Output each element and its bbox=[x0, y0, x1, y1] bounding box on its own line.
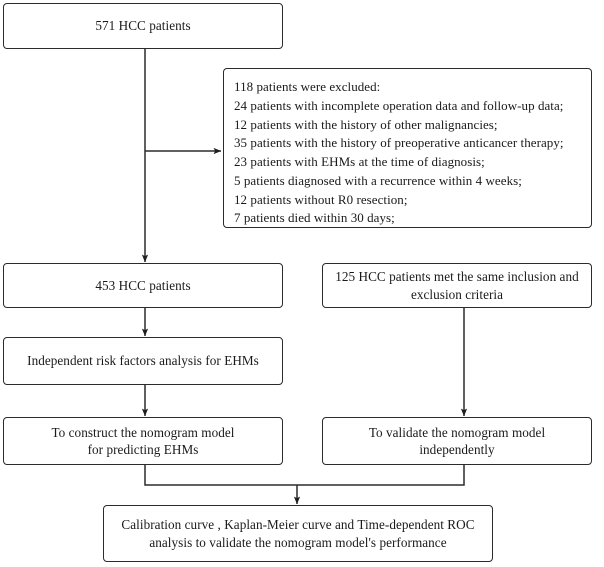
node-total-cohort-label: 571 HCC patients bbox=[95, 18, 191, 34]
node-construct-nomogram-label: To construct the nomogram model for pred… bbox=[51, 424, 235, 457]
node-validation-cohort: 125 HCC patients met the same inclusion … bbox=[322, 263, 592, 308]
node-included-patients: 453 HCC patients bbox=[3, 263, 283, 308]
node-excluded-patients-label: 118 patients were excluded: 24 patients … bbox=[234, 79, 564, 226]
node-included-patients-label: 453 HCC patients bbox=[95, 277, 191, 293]
node-performance-evaluation: Calibration curve , Kaplan-Meier curve a… bbox=[103, 505, 493, 562]
node-risk-factor-analysis-label: Independent risk factors analysis for EH… bbox=[27, 353, 259, 369]
node-performance-evaluation-label: Calibration curve , Kaplan-Meier curve a… bbox=[121, 517, 475, 550]
node-validation-cohort-label: 125 HCC patients met the same inclusion … bbox=[335, 269, 579, 302]
node-validate-nomogram-label: To validate the nomogram model independe… bbox=[368, 424, 546, 457]
node-validate-nomogram: To validate the nomogram model independe… bbox=[322, 417, 592, 465]
node-construct-nomogram: To construct the nomogram model for pred… bbox=[3, 417, 283, 465]
node-risk-factor-analysis: Independent risk factors analysis for EH… bbox=[3, 337, 283, 385]
node-total-cohort: 571 HCC patients bbox=[3, 3, 283, 49]
connector-validate-to-merge bbox=[297, 465, 465, 486]
node-excluded-patients: 118 patients were excluded: 24 patients … bbox=[223, 68, 592, 228]
connector-construct-to-merge bbox=[144, 465, 297, 486]
